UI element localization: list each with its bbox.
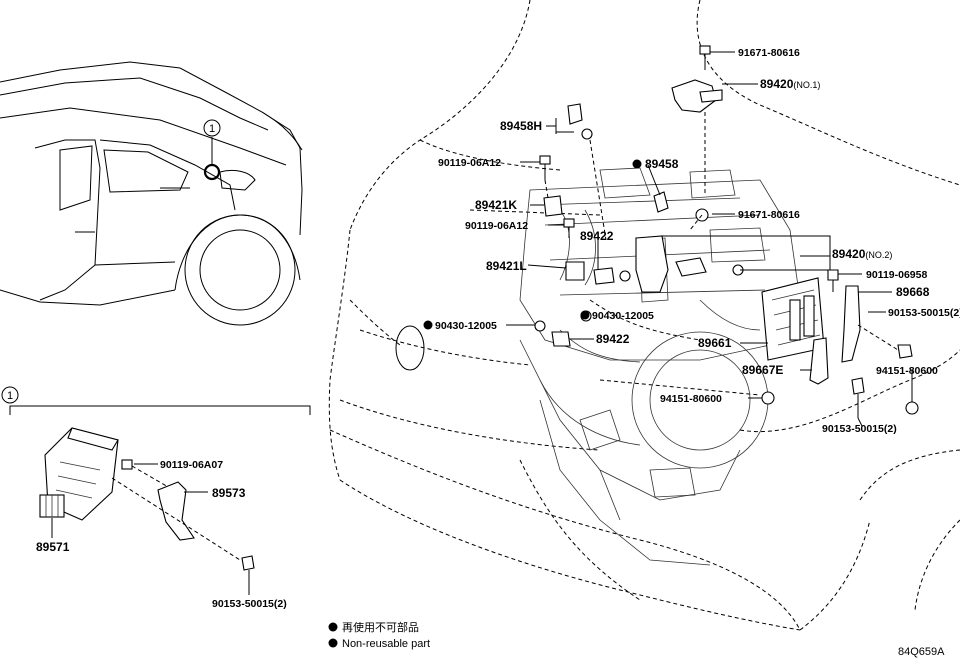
label-89422-low: 89422 (596, 332, 630, 346)
label-94151-right: 94151-80600 (876, 365, 938, 377)
sensor-89420-no2 (636, 236, 743, 292)
label-89420-no2: 89420(NO.2) (832, 247, 892, 261)
label-94151-mid: 94151-80600 (660, 393, 722, 405)
callout-number-top: 1 (209, 123, 215, 135)
bracket-89668 (842, 286, 860, 362)
bolt-90153-right-bottom (852, 378, 864, 418)
callout-number-inset: 1 (7, 390, 13, 402)
bracket-89573 (158, 482, 194, 540)
sensor-89422-top (594, 268, 630, 284)
bolt-90153-right-top (858, 325, 912, 358)
label-91671-top: 91671-80616 (738, 47, 800, 59)
label-90430-left: 90430-12005 (435, 320, 497, 332)
label-89571: 89571 (36, 540, 70, 554)
label-89422-top: 89422 (580, 229, 614, 243)
bolt-90153-left (242, 556, 254, 595)
nut-94151-right (906, 402, 918, 414)
bolt-90119-06958 (828, 270, 838, 292)
non-reusable-dot-89458 (633, 160, 642, 169)
label-89458: 89458 (645, 157, 679, 171)
label-90119-06A12-b: 90119-06A12 (465, 220, 528, 232)
label-89668: 89668 (896, 285, 930, 299)
legend: 再使用不可部品 Non-reusable part (329, 620, 431, 650)
figure-code: 84Q659A (898, 646, 945, 658)
non-reusable-dot-90430-left (424, 321, 433, 330)
label-89420-no1: 89420(NO.1) (760, 77, 820, 91)
legend-dot-en (329, 639, 338, 648)
non-reusable-dot-90430-right (581, 311, 590, 320)
label-89458H: 89458H (500, 119, 542, 133)
label-89573: 89573 (212, 486, 246, 500)
label-89661: 89661 (698, 336, 732, 350)
leader-lines (506, 52, 912, 426)
label-89667E: 89667E (742, 363, 783, 377)
bolt-90119-06A12-b (564, 219, 574, 238)
sensor-89420-no1 (672, 80, 722, 195)
label-90153-right-bottom: 90153-50015(2) (822, 423, 897, 435)
label-89421K: 89421K (475, 198, 517, 212)
label-90119-06958: 90119-06958 (866, 269, 927, 281)
bolt-91671-top (700, 46, 710, 70)
washer-90430-left (535, 321, 545, 331)
label-90153-left: 90153-50015(2) (212, 598, 287, 610)
sensor-89422-low (552, 332, 570, 346)
nut-94151-mid (762, 392, 774, 404)
label-90153-right-top: 90153-50015(2) (888, 307, 960, 319)
label-89421L: 89421L (486, 259, 527, 273)
legend-dot-jp (329, 623, 338, 632)
detail-inset: 1 90119-06A0 (2, 387, 310, 610)
bolt-91671-mid (690, 209, 708, 230)
label-90119-06A07: 90119-06A07 (160, 459, 223, 471)
sensor-89421K (544, 196, 562, 216)
label-90430-right: 90430-12005 (592, 310, 654, 322)
label-91671-mid: 91671-80616 (738, 209, 800, 221)
label-90119-06A12-a: 90119-06A12 (438, 157, 501, 169)
car-side-view (0, 62, 302, 325)
module-89571 (40, 428, 118, 520)
bolt-90119-06A12-a (540, 156, 550, 198)
legend-jp-text: 再使用不可部品 (342, 620, 419, 634)
sensor-89458 (654, 192, 668, 212)
legend-en-text: Non-reusable part (342, 638, 430, 650)
sensor-89421L (566, 262, 584, 280)
